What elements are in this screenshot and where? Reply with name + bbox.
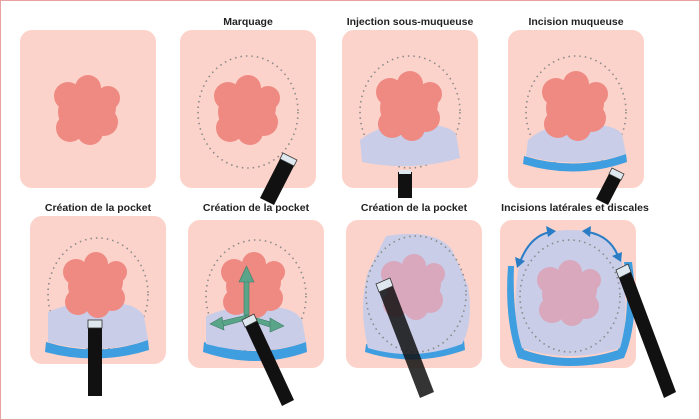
lesion bbox=[63, 252, 127, 318]
endoscope-icon bbox=[260, 152, 298, 205]
marking-dots bbox=[519, 239, 621, 353]
panel-5-caption: Création de la pocket bbox=[44, 202, 152, 214]
panel-incision: Incision muqueuse bbox=[508, 16, 644, 205]
panel-marquage: Marquage bbox=[180, 16, 316, 205]
incision-arrowheads bbox=[515, 226, 622, 268]
muscle-edge bbox=[365, 340, 465, 360]
panel-5-illustration bbox=[30, 216, 166, 396]
lesion bbox=[376, 71, 442, 141]
panel-3-caption: Injection sous-muqueuse bbox=[346, 16, 474, 28]
muscle-edge bbox=[45, 340, 149, 359]
panel-pocket-2: Création de la pocket bbox=[188, 202, 324, 410]
muscle-edge bbox=[523, 154, 627, 172]
panel-4-caption: Incision muqueuse bbox=[528, 16, 624, 28]
panel-8-caption: Incisions latérales et discales bbox=[501, 202, 649, 214]
endoscope-icon bbox=[596, 167, 625, 205]
lesion bbox=[542, 71, 608, 141]
lesion bbox=[537, 260, 601, 326]
marking-dots bbox=[197, 55, 299, 169]
panel-injection: Injection sous-muqueuse bbox=[342, 16, 478, 198]
endoscope-icon bbox=[87, 319, 103, 396]
panel-pocket-3: Création de la pocket bbox=[346, 202, 482, 400]
panel-7-caption: Création de la pocket bbox=[360, 202, 468, 214]
endoscope-icon bbox=[241, 313, 294, 406]
panel-7-illustration bbox=[346, 220, 482, 398]
panel-2-caption: Marquage bbox=[223, 16, 273, 28]
panel-6-caption: Création de la pocket bbox=[202, 202, 310, 214]
marking-dots bbox=[359, 55, 461, 169]
panel-lateral-incisions: Incisions latérales et discales bbox=[500, 202, 680, 410]
marking-dots bbox=[365, 235, 467, 353]
panel-pocket-1: Création de la pocket bbox=[30, 202, 166, 396]
endoscope-icon bbox=[398, 170, 412, 198]
panel-8-illustration bbox=[500, 220, 676, 398]
lesion bbox=[214, 75, 280, 145]
panel-3-illustration bbox=[342, 30, 478, 198]
endoscope-icon bbox=[375, 277, 434, 398]
lesion bbox=[221, 252, 285, 318]
panel-4-illustration bbox=[508, 30, 644, 205]
muscle-edge bbox=[507, 262, 635, 366]
panel-lesion bbox=[20, 30, 156, 190]
incision-arrows-icon bbox=[519, 231, 619, 263]
panel-2-illustration bbox=[180, 30, 316, 205]
panel-1-illustration bbox=[20, 30, 156, 188]
muscle-edge bbox=[203, 342, 307, 361]
panel-6-illustration bbox=[188, 220, 324, 406]
lesion bbox=[54, 75, 120, 145]
endoscope-icon bbox=[615, 263, 676, 398]
